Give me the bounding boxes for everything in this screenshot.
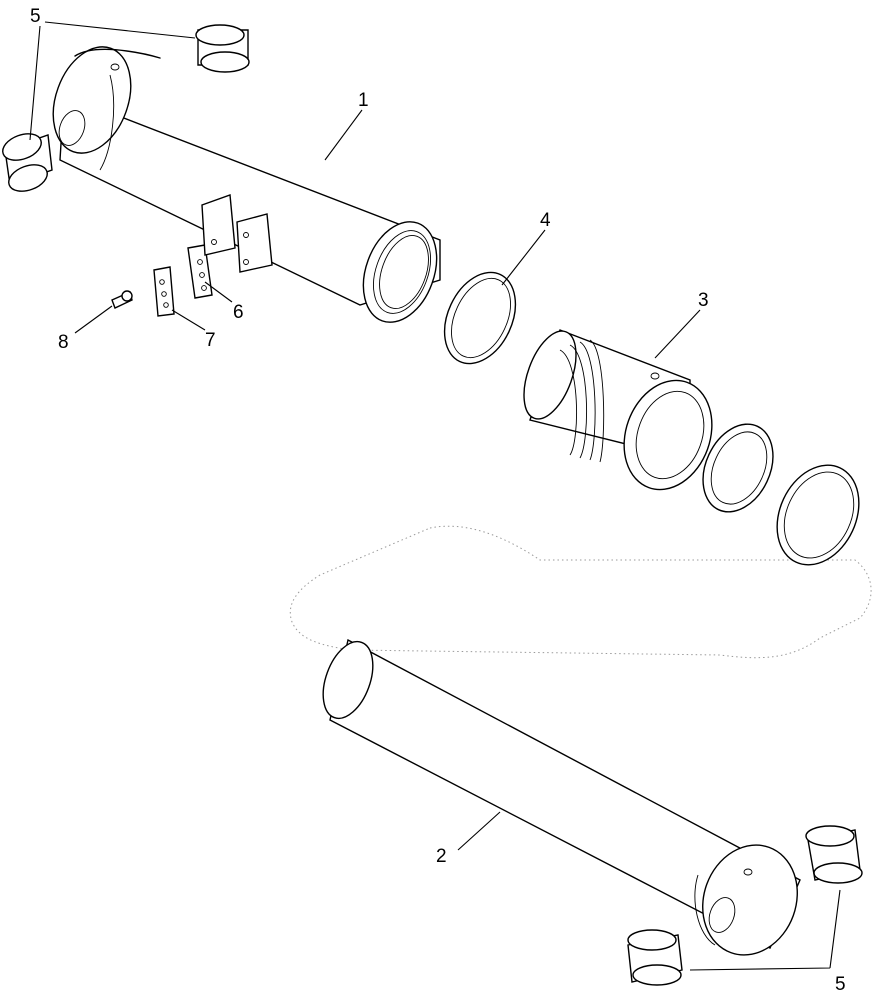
leader-4 xyxy=(501,229,546,286)
seal-ring-inner xyxy=(702,423,774,513)
leader-1 xyxy=(324,109,363,161)
part-5-bushing-top xyxy=(195,24,250,73)
part-8-screw xyxy=(111,290,133,309)
callout-4: 4 xyxy=(540,210,551,231)
leader-5-bottom xyxy=(689,889,841,971)
part-6-plate xyxy=(187,244,213,299)
clamp-blocks xyxy=(201,194,273,273)
leader-8 xyxy=(74,305,113,334)
part-1-cylinder-barrel xyxy=(52,46,441,323)
callout-5-bottom: 5 xyxy=(835,974,846,995)
part-5-bushing-left xyxy=(2,133,53,192)
callout-2: 2 xyxy=(436,846,447,867)
part-7-plate xyxy=(153,266,175,317)
part-2-piston-rod xyxy=(322,638,801,956)
part-3-gland xyxy=(523,329,713,491)
leader-2 xyxy=(457,811,501,851)
callout-3: 3 xyxy=(698,290,709,311)
part-4-backup-ring xyxy=(443,271,517,365)
callout-6: 6 xyxy=(233,302,244,323)
leader-6 xyxy=(204,281,233,303)
callout-8: 8 xyxy=(58,332,69,353)
part-5-bushing-right xyxy=(805,825,863,884)
callout-1: 1 xyxy=(358,90,369,111)
kit-outline-dotted xyxy=(289,525,872,659)
seal-ring-outer xyxy=(776,464,860,566)
leader-3 xyxy=(654,309,701,359)
callout-7: 7 xyxy=(205,330,216,351)
callout-5-top: 5 xyxy=(30,6,41,27)
leader-7 xyxy=(171,309,206,331)
part-5-bushing-bottom xyxy=(627,929,683,986)
leader-5-top xyxy=(29,21,196,141)
